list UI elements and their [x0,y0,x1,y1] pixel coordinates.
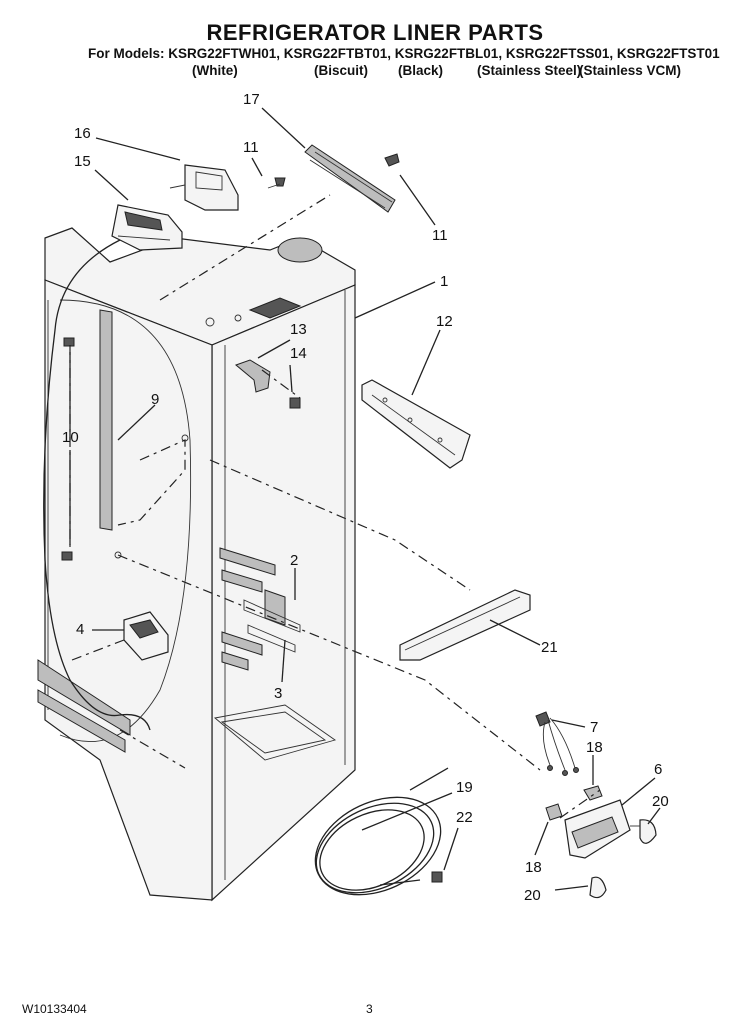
page-title: REFRIGERATOR LINER PARTS [206,20,544,45]
part-19-coil [314,767,449,896]
part-22-screw [431,871,443,883]
screw-11-upper-right [384,153,400,167]
part-10-screws [61,337,75,561]
part-15-housing [111,204,183,251]
part-12-bracket [361,379,471,469]
callout-19: 19 [456,779,473,796]
callout-18-lower: 18 [525,859,542,876]
finish-white: (White) [192,63,238,78]
part-21-rail [399,589,531,661]
assembly-line-light [559,789,601,819]
callout-12: 12 [436,313,453,330]
callout-18-upper: 18 [586,739,603,756]
finish-biscuit: (Biscuit) [314,63,368,78]
screw-11-upper-left [267,177,286,189]
callout-13: 13 [290,321,307,338]
callout-17: 17 [243,91,260,108]
part-20-bulb-lower [589,876,607,899]
part-17-strip [304,144,396,213]
callout-6: 6 [654,761,662,778]
leader-lines [69,107,661,891]
assembly-line-4 [71,639,125,661]
callout-3: 3 [274,685,282,702]
callout-9: 9 [151,391,159,408]
callout-21: 21 [541,639,558,656]
wiring-harness [43,239,151,731]
callout-11-upper: 11 [243,139,259,156]
page-number: 3 [366,1002,373,1016]
callout-14: 14 [290,345,307,362]
callout-2: 2 [290,552,298,569]
document-number: W10133404 [22,1002,87,1016]
finish-stainless-vcm: (Stainless VCM) [579,63,682,78]
assembly-line-bottom [119,729,186,769]
callout-22: 22 [456,809,473,826]
assembly-line-13 [261,369,301,399]
assembly-line-top [159,194,331,301]
callout-1: 1 [440,273,448,290]
models-line: For Models: KSRG22FTWH01, KSRG22FTBT01, … [88,46,720,61]
part-16-bracket [169,164,239,211]
part-6-light-housing [564,799,631,859]
finish-stainless-steel: (Stainless Steel) [477,63,582,78]
callout-10: 10 [62,429,79,446]
finish-black: (Black) [398,63,444,78]
part-18-socket-upper [583,785,603,801]
part-3-support [247,624,296,653]
assembly-line-21 [117,554,541,771]
liner-cabinet [37,227,356,902]
part-20-bulb-right [630,819,657,844]
callout-4: 4 [76,621,84,638]
part-7-connector [535,711,579,776]
part-13-bracket [235,359,271,393]
part-14-screw [289,397,301,409]
assembly-line-9 [117,439,186,526]
part-18-socket-lower [545,803,563,821]
callout-11-right: 11 [432,227,448,244]
callout-7: 7 [590,719,598,736]
assembly-line-12 [209,459,471,591]
callout-15: 15 [74,153,91,170]
callout-20-right: 20 [652,793,669,810]
callout-20-lower: 20 [524,887,541,904]
callout-16: 16 [74,125,91,142]
